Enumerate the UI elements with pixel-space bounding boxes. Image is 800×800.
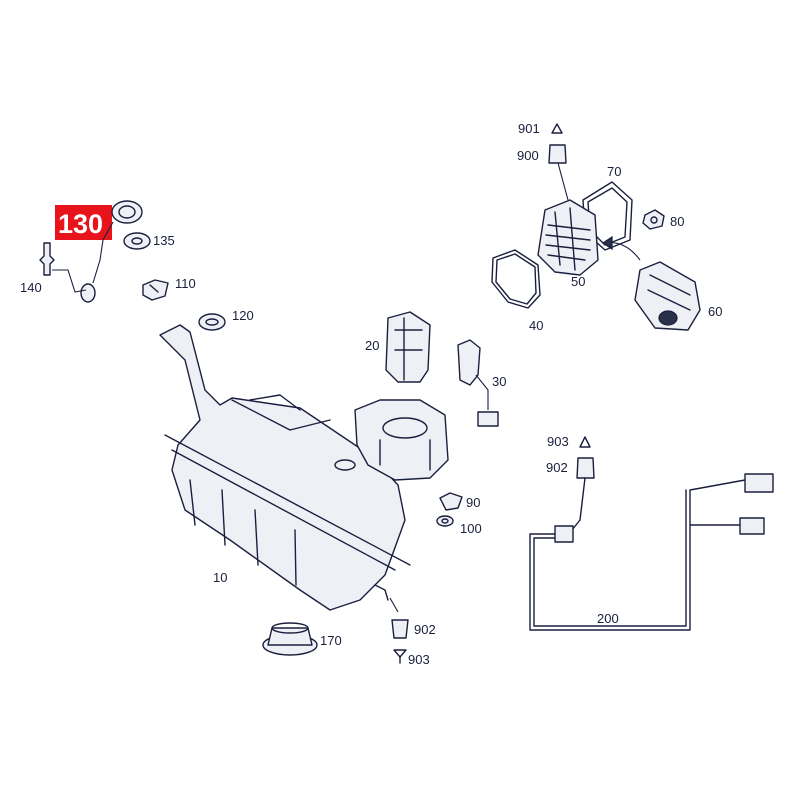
part-903-right[interactable]: 903 (547, 434, 591, 449)
label-70: 70 (607, 164, 621, 179)
part-902-right[interactable]: 902 (546, 457, 595, 479)
part-135-seal[interactable]: 135 (123, 232, 175, 250)
part-100-washer[interactable]: 100 (436, 515, 482, 536)
part-30-level-sender[interactable]: 30 (457, 339, 506, 427)
label-902-right: 902 (546, 460, 568, 475)
label-903-right: 903 (547, 434, 569, 449)
label-20: 20 (365, 338, 379, 353)
label-170: 170 (320, 633, 342, 648)
part-90-clip[interactable]: 90 (439, 492, 480, 511)
label-901: 901 (518, 121, 540, 136)
label-135: 135 (153, 233, 175, 248)
part-20-fuel-pump[interactable]: 20 (365, 311, 431, 383)
label-903-bottom: 903 (408, 652, 430, 667)
label-110: 110 (175, 276, 196, 291)
assembly-arrow (601, 235, 641, 261)
part-40-o-ring[interactable]: 40 (491, 249, 543, 333)
label-900: 900 (517, 148, 539, 163)
label-200: 200 (597, 611, 619, 626)
part-130-highlight-box (55, 205, 112, 240)
label-90: 90 (466, 495, 480, 510)
part-80-nut[interactable]: 80 (642, 209, 684, 230)
part-170-cover[interactable]: 170 (262, 622, 342, 656)
part-120-ring[interactable]: 120 (198, 308, 254, 331)
label-140: 140 (20, 280, 42, 295)
label-30: 30 (492, 374, 506, 389)
label-40: 40 (529, 318, 543, 333)
part-110-clip[interactable]: 110 (142, 276, 196, 301)
label-60: 60 (708, 304, 722, 319)
part-130-label: 130 (58, 209, 103, 239)
label-80: 80 (670, 214, 684, 229)
part-901-top[interactable]: 901 (518, 121, 563, 136)
part-10-fuel-tank[interactable]: 10 (159, 324, 411, 611)
label-10: 10 (213, 570, 227, 585)
pump-housing (354, 399, 449, 481)
part-900-top[interactable]: 900 (517, 144, 569, 201)
part-130-fuel-cap[interactable]: 130 (55, 200, 143, 303)
label-50: 50 (571, 274, 585, 289)
part-200-wiring-harness[interactable]: 200 (529, 473, 774, 631)
part-50-module[interactable]: 50 (537, 199, 599, 289)
label-120: 120 (232, 308, 254, 323)
label-902-bottom: 902 (414, 622, 436, 637)
part-140-pin[interactable]: 140 (20, 242, 87, 295)
part-60-cover[interactable]: 60 (634, 261, 722, 331)
part-903-bottom[interactable]: 903 (393, 649, 430, 667)
part-902-bottom[interactable]: 902 (389, 597, 436, 639)
label-100: 100 (460, 521, 482, 536)
